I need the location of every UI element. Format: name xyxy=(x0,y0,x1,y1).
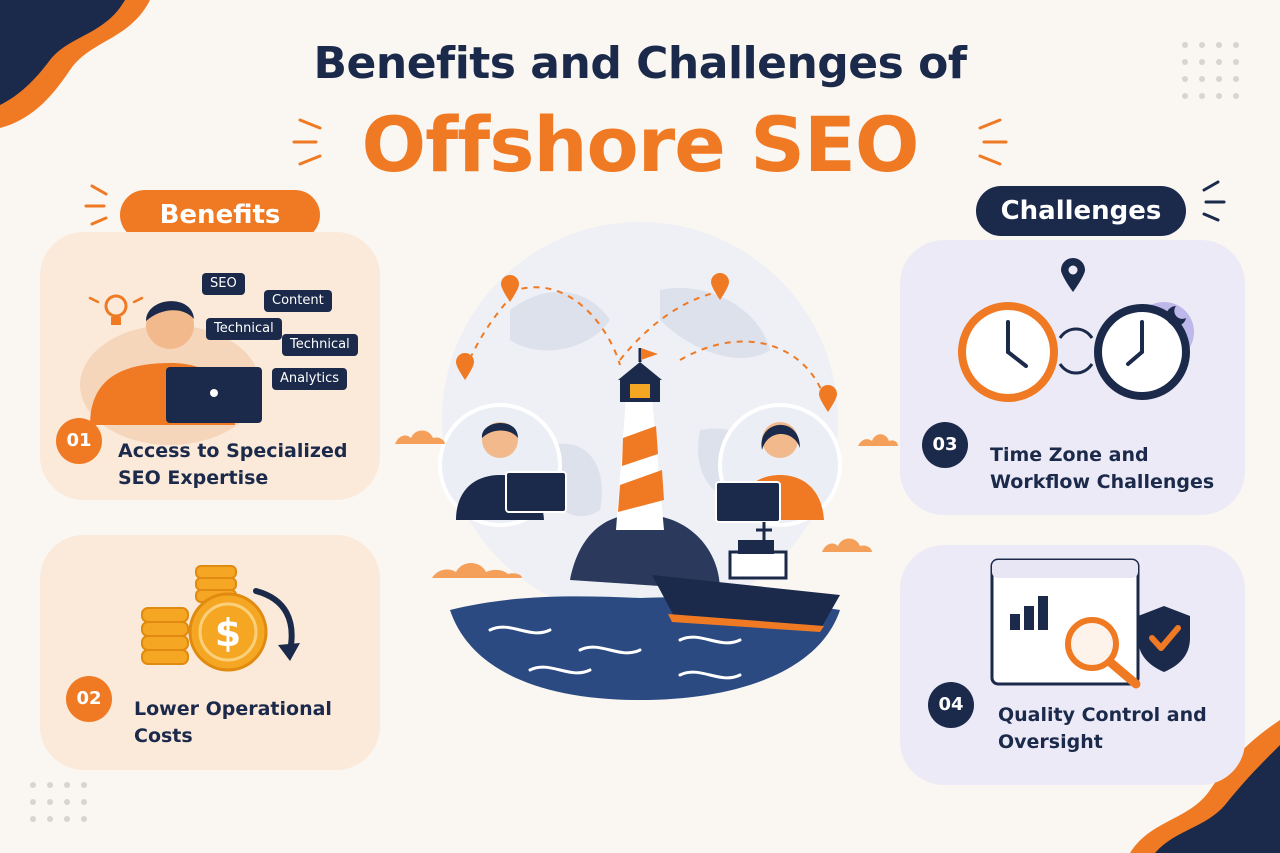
benefit-text-02: Lower Operational Costs xyxy=(134,696,332,750)
svg-text:$: $ xyxy=(215,611,241,655)
benefit-text-01-line2: SEO Expertise xyxy=(118,467,269,489)
title-sparkle-right xyxy=(978,118,1008,166)
benefit-number-01: 01 xyxy=(56,418,102,464)
title-line-1: Benefits and Challenges of xyxy=(313,38,968,89)
title-line-2: Offshore SEO xyxy=(361,100,919,189)
challenge-text-03-line2: Workflow Challenges xyxy=(990,471,1215,493)
benefits-label: Benefits xyxy=(120,190,320,240)
shield-check-icon xyxy=(1138,606,1190,672)
benefit-text-02-line2: Costs xyxy=(134,725,193,747)
person-with-laptop-illustration xyxy=(80,301,262,445)
benefit-number-02: 02 xyxy=(66,676,112,722)
challenge-text-04: Quality Control and Oversight xyxy=(998,702,1207,756)
globe-illustration xyxy=(438,222,842,700)
challenges-sparkle xyxy=(1202,180,1226,222)
challenge-number-03: 03 xyxy=(922,422,968,468)
skill-tag-technical-2: Technical xyxy=(282,334,358,356)
dollar-icon: $ xyxy=(188,592,268,672)
benefits-sparkle xyxy=(84,184,108,226)
map-pin-icon xyxy=(1061,258,1085,292)
challenges-label: Challenges xyxy=(976,186,1186,236)
swap-arrows-icon xyxy=(1058,327,1094,375)
dot-grid-top-right xyxy=(1182,42,1239,99)
cloud-bottom-right xyxy=(822,538,872,552)
cloud-right xyxy=(858,434,898,446)
clock-icon-night xyxy=(1094,302,1194,400)
benefit-text-02-line1: Lower Operational xyxy=(134,698,332,720)
benefit-text-01-line1: Access to Specialized xyxy=(118,440,348,462)
skill-tag-seo: SEO xyxy=(202,273,245,295)
cloud-left xyxy=(395,430,445,444)
challenge-number-04: 04 xyxy=(928,682,974,728)
clock-icon xyxy=(958,302,1058,402)
dot-grid-bottom-left xyxy=(30,782,87,822)
skill-tag-analytics: Analytics xyxy=(272,368,348,390)
title-sparkle-left xyxy=(292,118,322,166)
challenge-text-04-line2: Oversight xyxy=(998,731,1103,753)
skill-tag-content: Content xyxy=(264,290,332,312)
down-arrow-icon xyxy=(253,588,300,661)
challenge-text-03-line1: Time Zone and xyxy=(990,444,1149,466)
cloud-bottom xyxy=(432,563,522,578)
magnifier-icon xyxy=(1065,617,1141,689)
skill-tag-technical-1: Technical xyxy=(206,318,282,340)
benefit-text-01: Access to Specialized SEO Expertise xyxy=(118,438,347,492)
lightbulb-icon xyxy=(88,294,144,325)
challenge-text-04-line1: Quality Control and xyxy=(998,704,1207,726)
challenge-text-03: Time Zone and Workflow Challenges xyxy=(990,442,1214,496)
corner-blob-top-left xyxy=(0,0,150,128)
